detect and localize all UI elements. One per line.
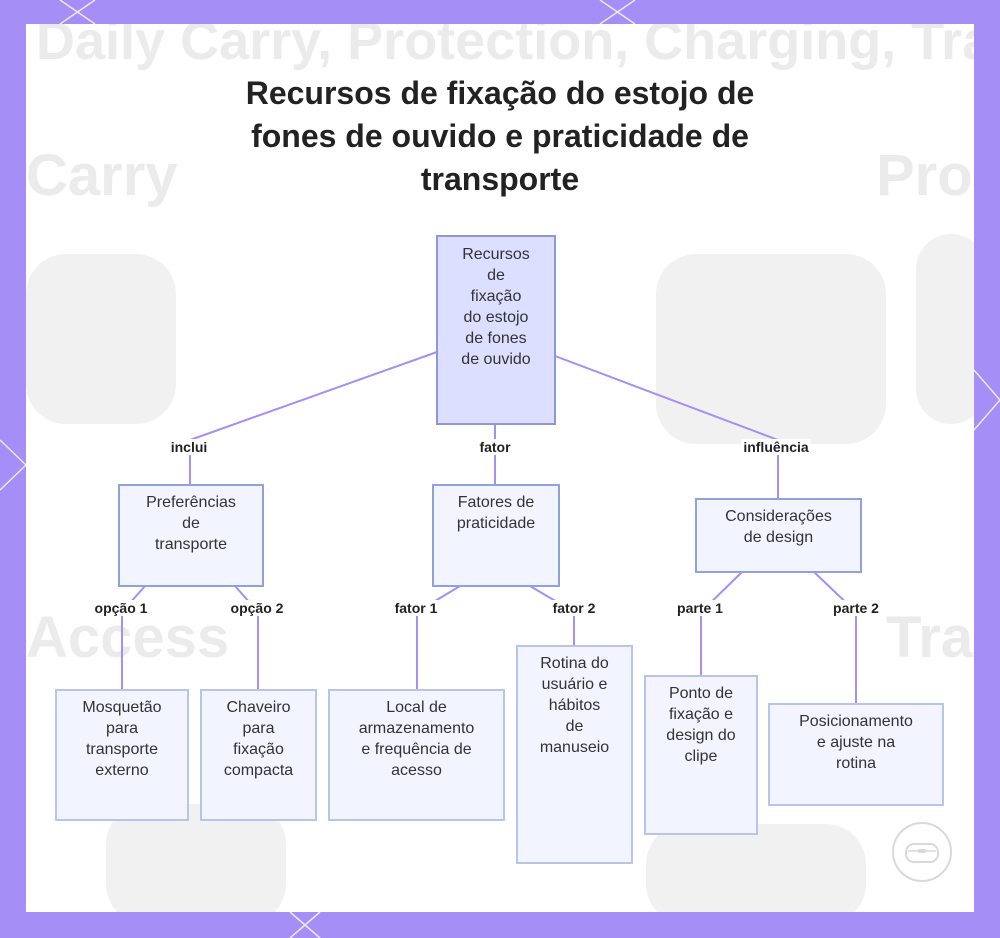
node-line: fixação e: [666, 704, 735, 725]
node-line: do estojo: [461, 307, 530, 328]
edge-label-parte-1: parte 1: [675, 600, 725, 616]
node-posicionamento: Posicionamento e ajuste na rotina: [768, 703, 944, 806]
node-line: para: [82, 718, 161, 739]
node-line: de fones: [461, 328, 530, 349]
edge-label-inclui: inclui: [169, 439, 210, 455]
node-local-armazenamento: Local de armazenamento e frequência de a…: [328, 689, 505, 821]
node-line: Local de: [359, 697, 475, 718]
node-line: transporte: [146, 534, 236, 555]
edge-root-consid: [555, 356, 778, 440]
node-root-recursos-fixacao: Recursos de fixação do estojo de fones d…: [436, 235, 556, 425]
node-mosquetao: Mosquetão para transporte externo: [55, 689, 189, 821]
edge-label-parte-2: parte 2: [831, 600, 881, 616]
node-line: fixação: [224, 739, 293, 760]
node-line: externo: [82, 760, 161, 781]
node-chaveiro: Chaveiro para fixação compacta: [200, 689, 317, 821]
node-line: clipe: [666, 746, 735, 767]
node-line: de: [146, 513, 236, 534]
node-line: Preferências: [146, 492, 236, 513]
node-line: de design: [725, 527, 832, 548]
node-line: Chaveiro: [224, 697, 293, 718]
node-line: Fatores de: [457, 492, 535, 513]
node-line: transporte: [82, 739, 161, 760]
node-line: Posicionamento: [799, 711, 913, 732]
edge-label-opcao-2: opção 2: [229, 600, 286, 616]
edge-root-pref: [190, 352, 437, 440]
edge-consid-ponto: [701, 572, 742, 675]
node-preferencias-transporte: Preferências de transporte: [118, 484, 264, 587]
node-ponto-fixacao: Ponto de fixação e design do clipe: [644, 675, 758, 835]
node-line: usuário e: [540, 674, 609, 695]
node-line: manuseio: [540, 737, 609, 758]
node-line: de: [540, 716, 609, 737]
node-line: de ouvido: [461, 349, 530, 370]
edge-label-opcao-1: opção 1: [93, 600, 150, 616]
node-line: Ponto de: [666, 683, 735, 704]
node-line: design do: [666, 725, 735, 746]
node-fatores-praticidade: Fatores de praticidade: [432, 484, 560, 587]
headphones-case-icon: [890, 820, 954, 884]
node-line: Recursos: [461, 244, 530, 265]
node-line: Considerações: [725, 506, 832, 527]
node-consideracoes-design: Considerações de design: [695, 498, 862, 573]
node-line: Mosquetão: [82, 697, 161, 718]
node-line: hábitos: [540, 695, 609, 716]
node-line: fixação: [461, 286, 530, 307]
edge-label-fator-2: fator 2: [551, 600, 598, 616]
edge-label-fator-1: fator 1: [393, 600, 440, 616]
node-line: e frequência de: [359, 739, 475, 760]
node-rotina-usuario: Rotina do usuário e hábitos de manuseio: [516, 645, 633, 864]
node-line: praticidade: [457, 513, 535, 534]
node-line: rotina: [799, 753, 913, 774]
node-line: e ajuste na: [799, 732, 913, 753]
node-line: de: [461, 265, 530, 286]
node-line: para: [224, 718, 293, 739]
node-line: acesso: [359, 760, 475, 781]
node-line: compacta: [224, 760, 293, 781]
edge-label-fator: fator: [477, 439, 512, 455]
edge-label-influencia: influência: [741, 439, 810, 455]
node-line: Rotina do: [540, 653, 609, 674]
edge-consid-posic: [814, 572, 856, 703]
node-line: armazenamento: [359, 718, 475, 739]
